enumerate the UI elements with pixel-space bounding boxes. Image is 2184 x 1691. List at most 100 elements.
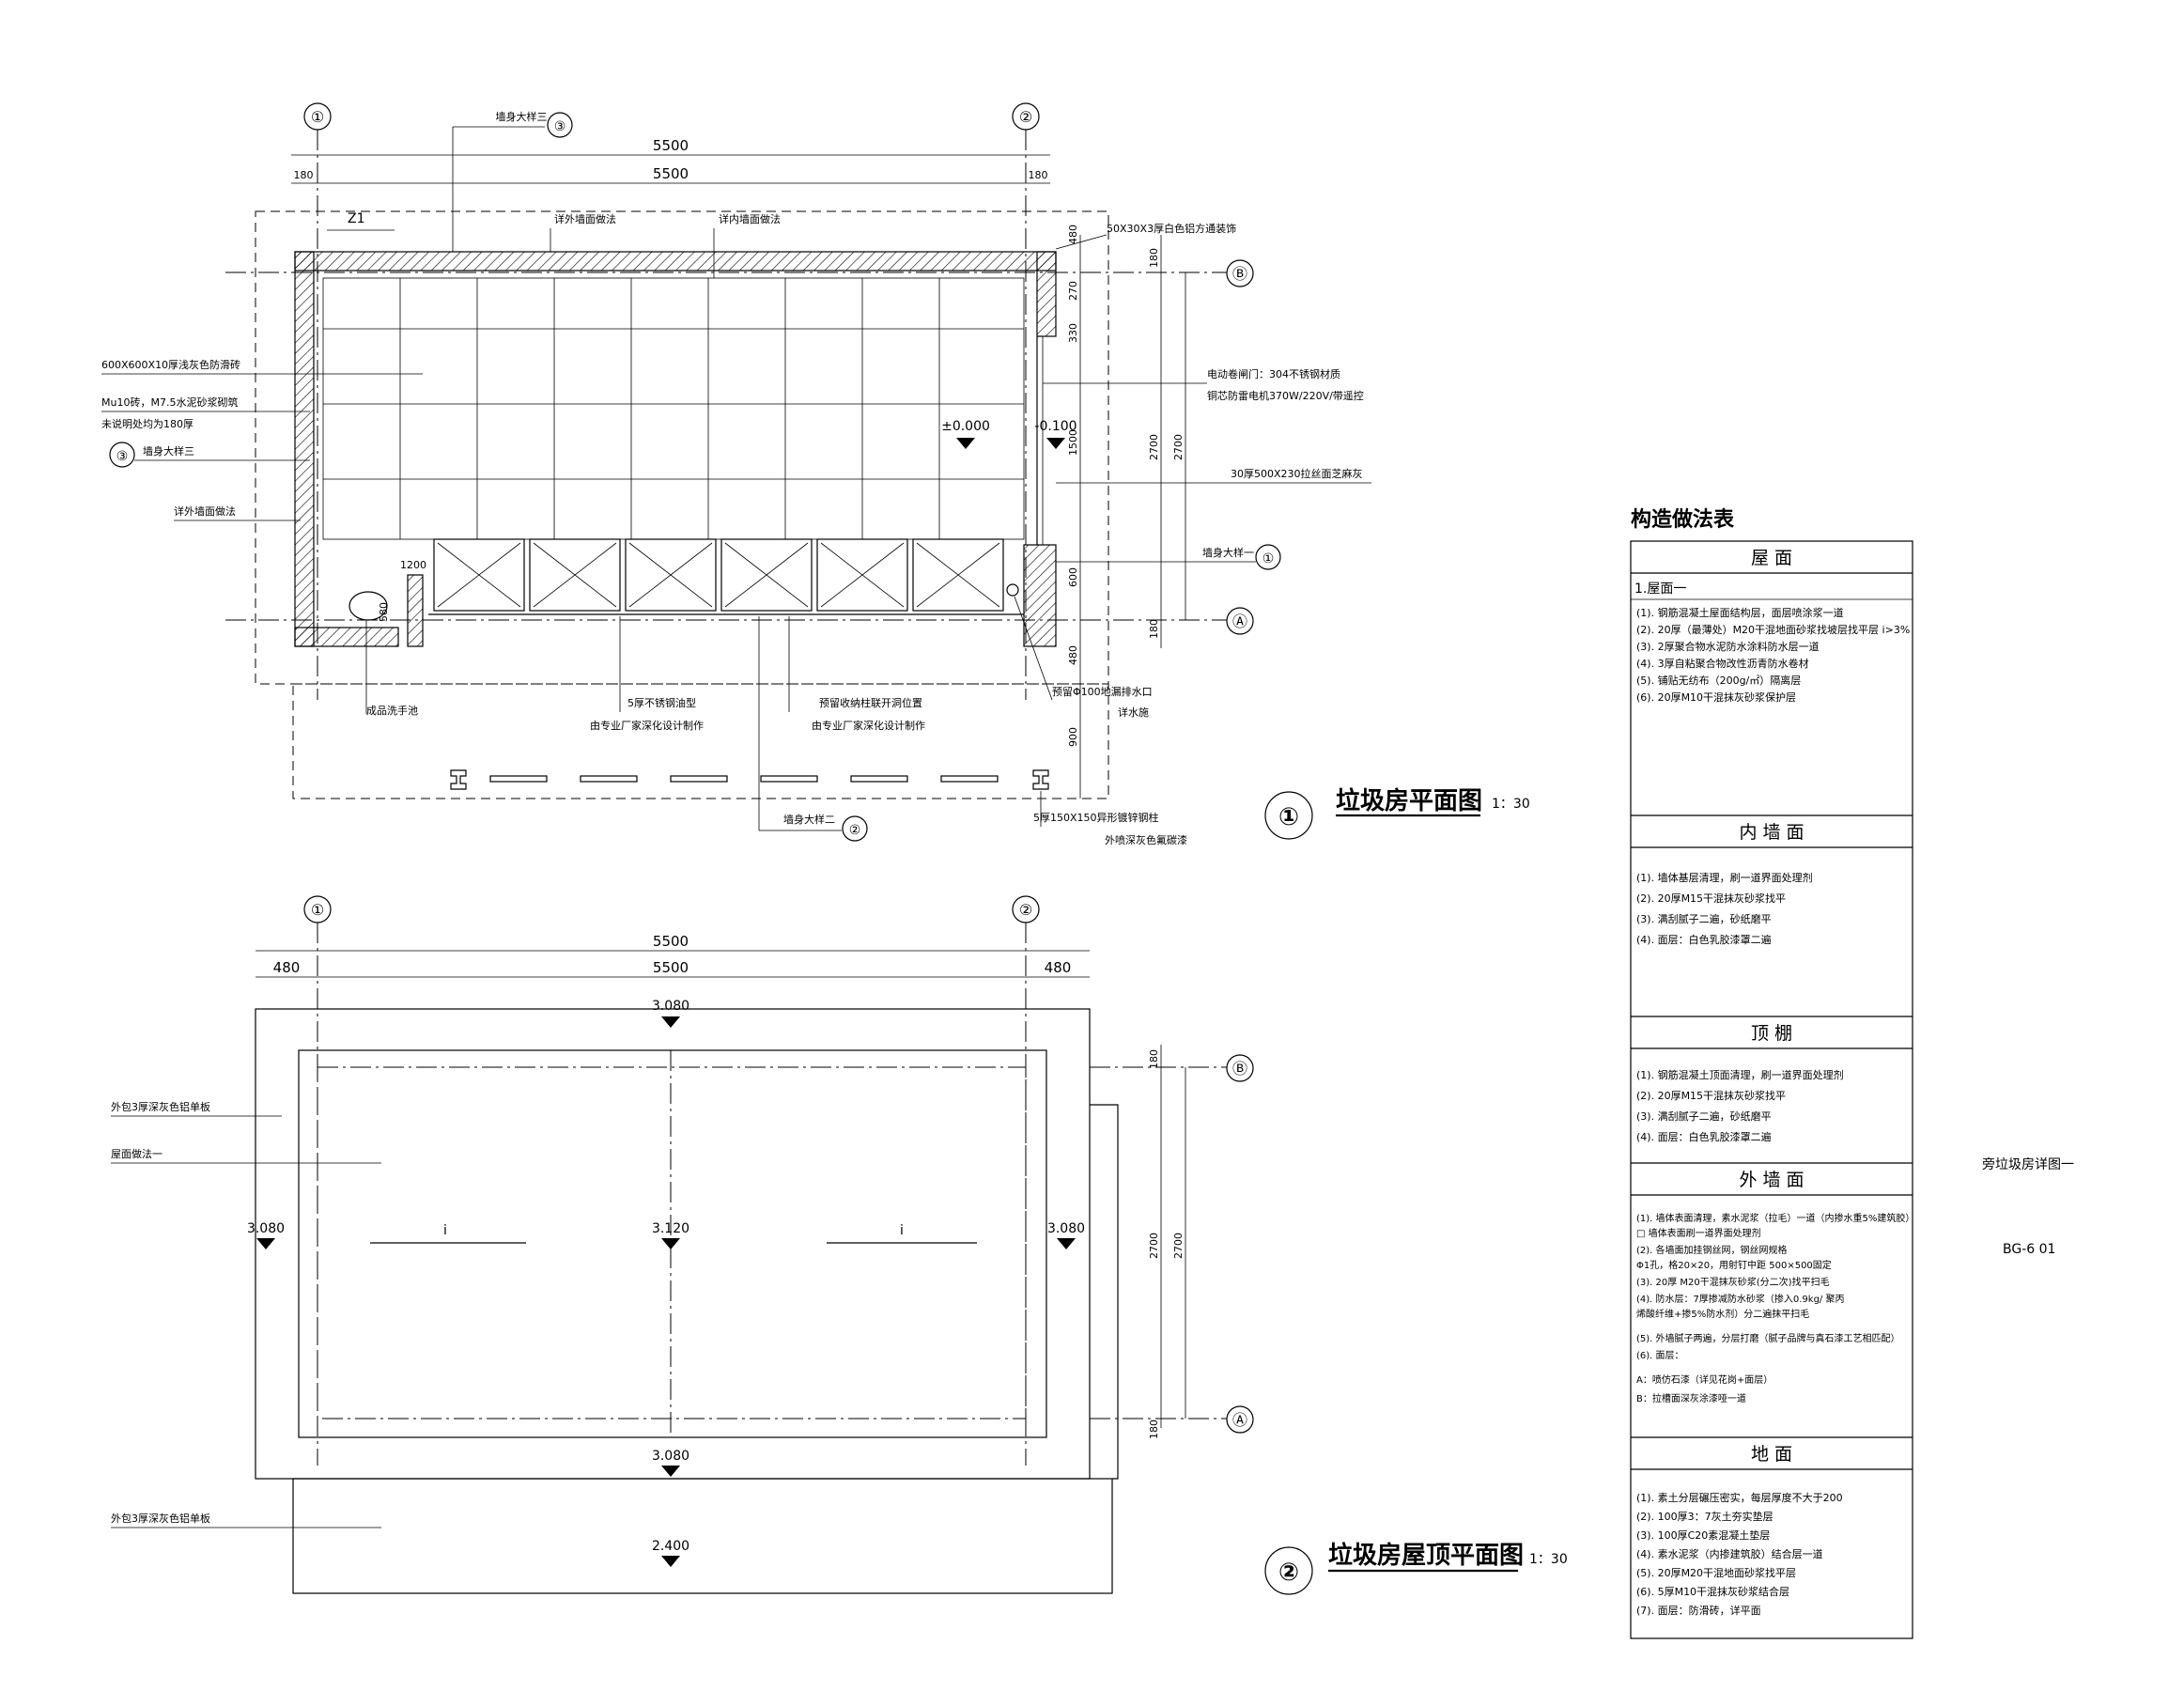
dim-roof-r-180a: 180: [1148, 1049, 1160, 1069]
canopy-beam-row: [450, 769, 1049, 790]
callout-top-bubble: [547, 112, 573, 138]
callout-right-bubble: [1255, 544, 1281, 570]
floor-plan: ① ② 5500 5500 180 180 墙身大样三 ③ Z1: [101, 102, 1530, 846]
elev-marker-canopy: [661, 1556, 680, 1567]
callout-bot-bubble: [842, 815, 868, 842]
canopy-outline: [292, 1478, 1113, 1594]
scale-plan-2: 1：30: [1529, 1552, 1568, 1567]
ext-item: (1). 墙体表面清理，素水泥浆（拉毛）一道（内掺水重5%建筑胶）: [1636, 1212, 1914, 1224]
note-brick-2: 未说明处均为180厚: [101, 417, 194, 430]
title-num-1: ①: [1278, 803, 1299, 831]
scale-plan-1: 1：30: [1492, 797, 1530, 812]
dim-roof-5500a: 5500: [653, 933, 689, 950]
ceil-item: (1). 钢筋混凝土顶面清理，刷一道界面处理剂: [1636, 1068, 1844, 1081]
dim-r-1500: 1500: [1067, 429, 1079, 456]
floor-item: (4). 素水泥浆（内掺建筑胶）结合层一道: [1636, 1547, 1823, 1560]
callout-top-num: ③: [554, 119, 566, 134]
int-item: (3). 满刮腻子二遍，砂纸磨平: [1636, 912, 1772, 925]
dim-top-5500: 5500: [653, 137, 689, 154]
elev-roof-bottom: 3.080: [652, 1449, 689, 1464]
sec-int: 内 墙 面: [1739, 822, 1804, 843]
roof-item: (2). 20厚（最薄处）M20干混地面砂浆找坡层找平层 i>3%: [1636, 623, 1910, 636]
callout-right-num: ①: [1262, 551, 1275, 566]
wall-right-lower: [1023, 544, 1057, 647]
post-right: [1032, 769, 1049, 790]
ext-item: B：拉槽面深灰涂漆哑一道: [1636, 1392, 1746, 1404]
axis-label-a: Ⓐ: [1232, 613, 1247, 630]
note-ext-wall-top: 详外墙面做法: [554, 212, 616, 225]
ext-item: (5). 外墙腻子两遍，分层打磨（腻子品牌与真石漆工艺相匹配）: [1636, 1332, 1900, 1344]
dim-ro-180b: 180: [1148, 619, 1160, 639]
floor-item: (3). 100厚C20素混凝土垫层: [1636, 1528, 1770, 1542]
dim-r-270: 270: [1067, 281, 1079, 301]
leader-decor: [1055, 234, 1107, 250]
floor-item: (1). 素土分层碾压密实，每层厚度不大于200: [1636, 1491, 1843, 1504]
ext-item: Φ1孔，格20×20，用射钉中距 500×500固定: [1636, 1259, 1832, 1271]
canopy-outline-dashed: [292, 683, 1109, 799]
roof-item: (3). 2厚聚合物水泥防水涂料防水层一道: [1636, 640, 1820, 653]
dim-r-480a: 480: [1067, 225, 1079, 244]
elev-roof-right: 3.080: [1047, 1221, 1085, 1236]
ext-item: (6). 面层：: [1636, 1350, 1684, 1361]
note-conn-2: 由专业厂家深化设计制作: [812, 719, 925, 732]
int-item: (4). 面层：白色乳胶漆罩二遍: [1636, 933, 1772, 946]
elev-canopy: 2.400: [652, 1539, 689, 1554]
canopy-edge-right: [1090, 1104, 1119, 1480]
title-plan-2: 垃圾房屋顶平面图: [1328, 1541, 1524, 1570]
roof-item: (6). 20厚M10干混抹灰砂浆保护层: [1636, 690, 1796, 704]
elev-marker-outside: [1046, 438, 1065, 449]
note-post-1: 5厚150X150异形镀锌钢柱: [1033, 811, 1159, 824]
axis-label-1-roof: ①: [311, 901, 324, 919]
axis-label-2-roof: ②: [1019, 901, 1032, 919]
elev-roof-center: 3.120: [652, 1221, 689, 1236]
roof-outline-inner: [298, 1049, 1047, 1438]
title-num-2: ②: [1278, 1559, 1299, 1587]
roof-outline-dashed: [255, 210, 1109, 685]
note-sink: 成品洗手池: [366, 704, 418, 717]
sec-floor: 地 面: [1751, 1444, 1792, 1465]
callout-top-label: 墙身大样三: [496, 110, 548, 123]
callout-left-bubble: [109, 442, 135, 468]
callout-bot-num: ②: [849, 823, 861, 838]
elev-roof-top: 3.080: [652, 999, 689, 1014]
floor-items: (1). 素土分层碾压密实，每层厚度不大于200 (2). 100厚3：7灰土夯…: [1636, 1491, 1843, 1617]
dim-r-600: 600: [1067, 567, 1079, 587]
floor-tile-grid: [322, 277, 1025, 540]
dim-ro-180a: 180: [1148, 248, 1160, 268]
floor-item: (7). 面层：防滑砖，详平面: [1636, 1604, 1761, 1617]
note-conn-1: 预留收纳柱联开洞位置: [819, 696, 922, 709]
leader-drain: [1014, 596, 1053, 701]
note-roof: 屋面做法一: [111, 1147, 163, 1160]
dim-right-180: 180: [1029, 169, 1048, 181]
post-left: [450, 769, 467, 790]
note-clad2: 外包3厚深灰色铝单板: [111, 1512, 210, 1525]
wall-left: [294, 251, 315, 647]
sec-roof: 屋 面: [1751, 548, 1792, 568]
dim-roof-480l: 480: [273, 959, 301, 976]
table-frame: [1630, 540, 1913, 1639]
wall-right-upper: [1036, 251, 1057, 337]
dim-1200: 1200: [400, 559, 426, 571]
ceil-item: (2). 20厚M15干混抹灰砂浆找平: [1636, 1089, 1786, 1102]
axis-label-a-roof: Ⓐ: [1232, 1411, 1247, 1429]
dim-ro-2700: 2700: [1148, 434, 1160, 460]
elev-marker-roof-bottom: [661, 1466, 680, 1477]
roof-outline-axis: [317, 1066, 1027, 1420]
dim-roof-480r: 480: [1045, 959, 1072, 976]
dim-580: 580: [378, 602, 390, 622]
elev-outside: -0.100: [1034, 419, 1077, 434]
slope-label-left: i: [443, 1223, 447, 1238]
roof-sub: 1.屋面一: [1634, 582, 1686, 597]
dim-roof-r-180b: 180: [1148, 1420, 1160, 1439]
wall-bottom-left: [294, 627, 399, 647]
note-clad: 外包3厚深灰色铝单板: [111, 1100, 210, 1113]
note-decor: 50X30X3厚白色铝方通装饰: [1107, 222, 1236, 235]
dim-ro2-2700: 2700: [1172, 434, 1185, 460]
callout-bot-label: 墙身大样二: [783, 813, 835, 826]
sheet-number: BG-6 01: [2003, 1242, 2055, 1257]
floor-drain-icon: [1006, 583, 1019, 597]
sec-ceil: 顶 棚: [1751, 1023, 1792, 1044]
title-bubble-2: [1264, 1546, 1313, 1595]
note-ext-wall-left: 详外墙面做法: [174, 504, 236, 518]
construction-table: 构造做法表 屋 面 1.屋面一 (1). 钢筋混凝土屋面结构层，面层喷涂浆一道 …: [1630, 507, 1914, 1639]
